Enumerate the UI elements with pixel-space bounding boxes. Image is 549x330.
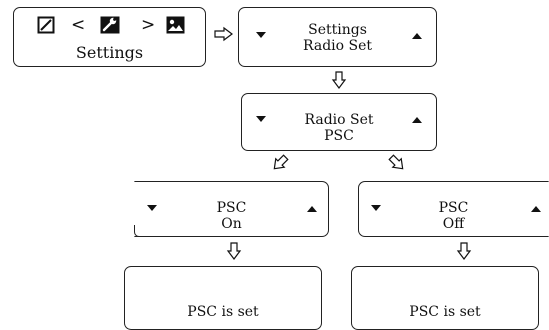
arrow-down-icon (456, 242, 472, 260)
psc-set-right-screen: PSC is set (351, 266, 539, 330)
chevron-right-icon: > (141, 15, 156, 35)
psc-set-right-text: PSC is set (409, 304, 481, 320)
psc-off-screen: PSC Off (358, 181, 549, 237)
scroll-down-icon (256, 116, 266, 122)
scroll-up-icon (412, 117, 422, 123)
scroll-down-icon (147, 205, 157, 211)
wrench-icon (100, 16, 120, 34)
arrow-right-icon (214, 26, 233, 42)
psc-on-line-2: On (221, 216, 242, 232)
scroll-up-icon (412, 33, 422, 39)
psc-off-line-2: Off (442, 216, 465, 232)
settings-line-1: Settings (308, 22, 367, 38)
arrow-down-left-icon (273, 154, 289, 170)
scroll-up-icon (307, 206, 317, 212)
picture-icon (166, 16, 185, 34)
radio-set-line-1: Radio Set (304, 112, 374, 128)
psc-off-line-1: PSC (438, 200, 469, 216)
psc-set-left-text: PSC is set (187, 304, 259, 320)
settings-line-2: Radio Set (302, 38, 373, 54)
no-symbol-icon (37, 16, 55, 34)
radio-set-screen: Radio Set PSC (241, 93, 437, 151)
psc-set-left-screen: PSC is set (124, 266, 322, 330)
start-screen: < > Settings (13, 7, 206, 67)
arrow-down-icon (226, 242, 242, 260)
scroll-up-icon (531, 206, 541, 212)
psc-on-border-stub (134, 225, 140, 237)
chevron-left-icon: < (71, 15, 86, 35)
arrow-down-icon (331, 71, 347, 89)
radio-set-line-2: PSC (324, 128, 354, 144)
scroll-down-icon (371, 205, 381, 211)
psc-on-line-1: PSC (216, 200, 247, 216)
scroll-down-icon (256, 32, 266, 38)
start-screen-label: Settings (75, 43, 144, 62)
psc-on-screen: PSC On (134, 181, 329, 237)
settings-screen: Settings Radio Set (238, 7, 437, 67)
arrow-down-right-icon (388, 154, 404, 170)
